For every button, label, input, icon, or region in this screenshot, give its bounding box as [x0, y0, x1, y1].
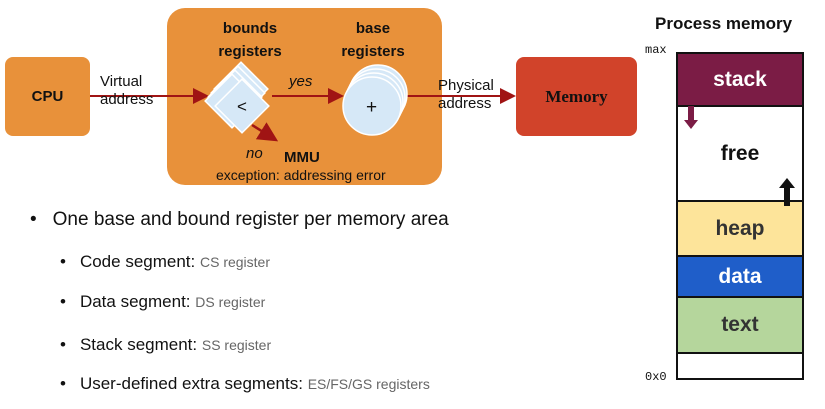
no-arrow	[251, 122, 279, 142]
exception-label: exception: addressing error	[216, 167, 386, 183]
yes-label: yes	[289, 73, 313, 90]
max-label: max	[645, 43, 667, 57]
segment-heap: heap	[676, 200, 804, 257]
bullet-code-segment: •Code segment: CS register	[60, 252, 271, 271]
stack-grow-arrow-icon	[684, 106, 698, 129]
bounds-registers-stack	[204, 61, 270, 134]
segment-text: text	[676, 296, 804, 354]
physical-address-label: Physical address	[438, 77, 494, 112]
process-memory-title: Process memory	[655, 14, 793, 33]
growth-arrows	[684, 106, 795, 206]
virtual-address-label: Virtual address	[100, 73, 154, 108]
cpu-label: CPU	[31, 88, 64, 105]
bounds-label: bounds registers	[218, 20, 282, 60]
base-registers-stack	[342, 64, 408, 136]
memory-box: Memory	[516, 57, 637, 136]
mmu-label: MMU	[284, 149, 320, 166]
bullet-main: •One base and bound register per memory …	[30, 209, 449, 230]
bullet-data-segment: •Data segment: DS register	[60, 292, 266, 311]
base-label: base registers	[341, 20, 405, 60]
compare-symbol: <	[237, 97, 247, 116]
min-label: 0x0	[645, 370, 667, 384]
cpu-box: CPU	[5, 57, 90, 136]
memory-label: Memory	[545, 86, 608, 106]
no-label: no	[246, 145, 263, 162]
segment-data: data	[676, 255, 804, 298]
segment-stack: stack	[676, 52, 804, 107]
segment-bottom	[676, 352, 804, 380]
bullet-extra-segments: •User-defined extra segments: ES/FS/GS r…	[60, 374, 430, 393]
heap-grow-arrow-icon	[779, 178, 795, 206]
add-symbol: +	[366, 97, 378, 118]
bullet-stack-segment: •Stack segment: SS register	[60, 335, 272, 354]
